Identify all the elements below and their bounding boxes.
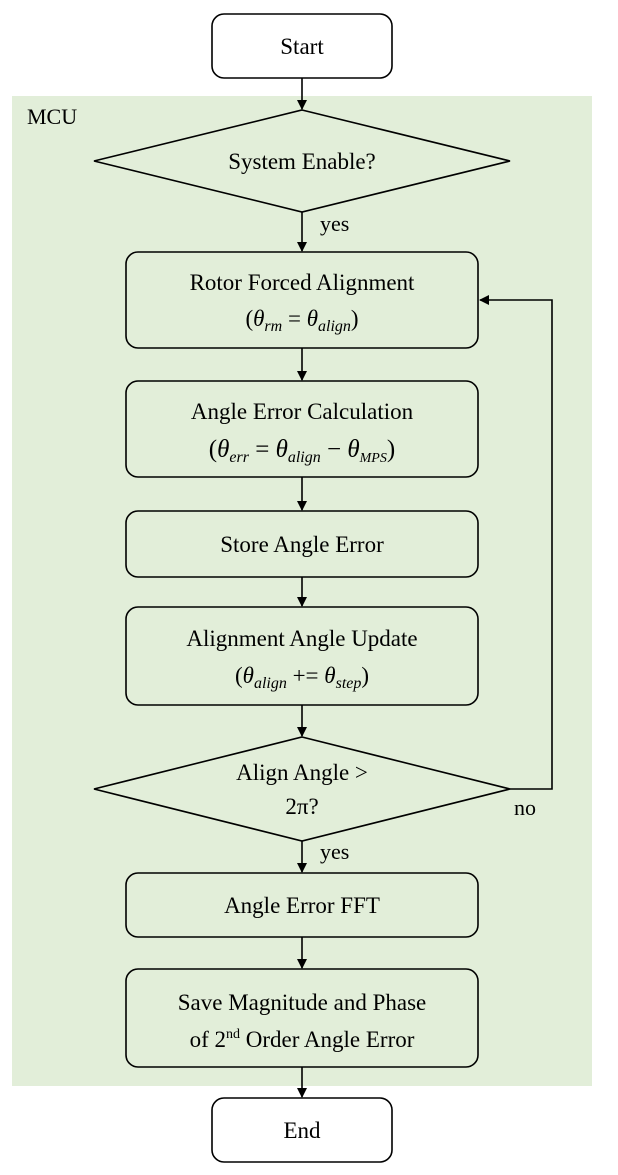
align-process [125, 251, 479, 349]
mcu-label: MCU [27, 104, 77, 129]
calc-label: Angle Error Calculation [191, 399, 414, 424]
store-label: Store Angle Error [220, 532, 384, 557]
check-yes-label: yes [320, 839, 349, 864]
fft-label: Angle Error FFT [224, 893, 380, 918]
check-label-line2: 2π? [285, 794, 318, 819]
start-label: Start [280, 34, 324, 59]
save-process [125, 968, 479, 1068]
update-label: Alignment Angle Update [186, 626, 417, 651]
enable-yes-label: yes [320, 211, 349, 236]
update-process [125, 606, 479, 706]
check-no-label: no [514, 795, 536, 820]
align-label: Rotor Forced Alignment [190, 270, 415, 295]
enable-label: System Enable? [228, 149, 376, 174]
end-terminal [211, 1097, 393, 1163]
update-formula: (θalign += θstep) [235, 663, 369, 692]
calc-formula: (θerr = θalign − θMPS) [209, 436, 395, 466]
save-label-line2: of 2nd Order Angle Error [190, 1027, 415, 1052]
end-label: End [283, 1118, 321, 1143]
save-label-line1: Save Magnitude and Phase [178, 990, 426, 1015]
check-label-line1: Align Angle > [236, 760, 368, 785]
align-formula: (θrm = θalign) [245, 306, 358, 335]
edge-check-no-loop [479, 295, 553, 790]
